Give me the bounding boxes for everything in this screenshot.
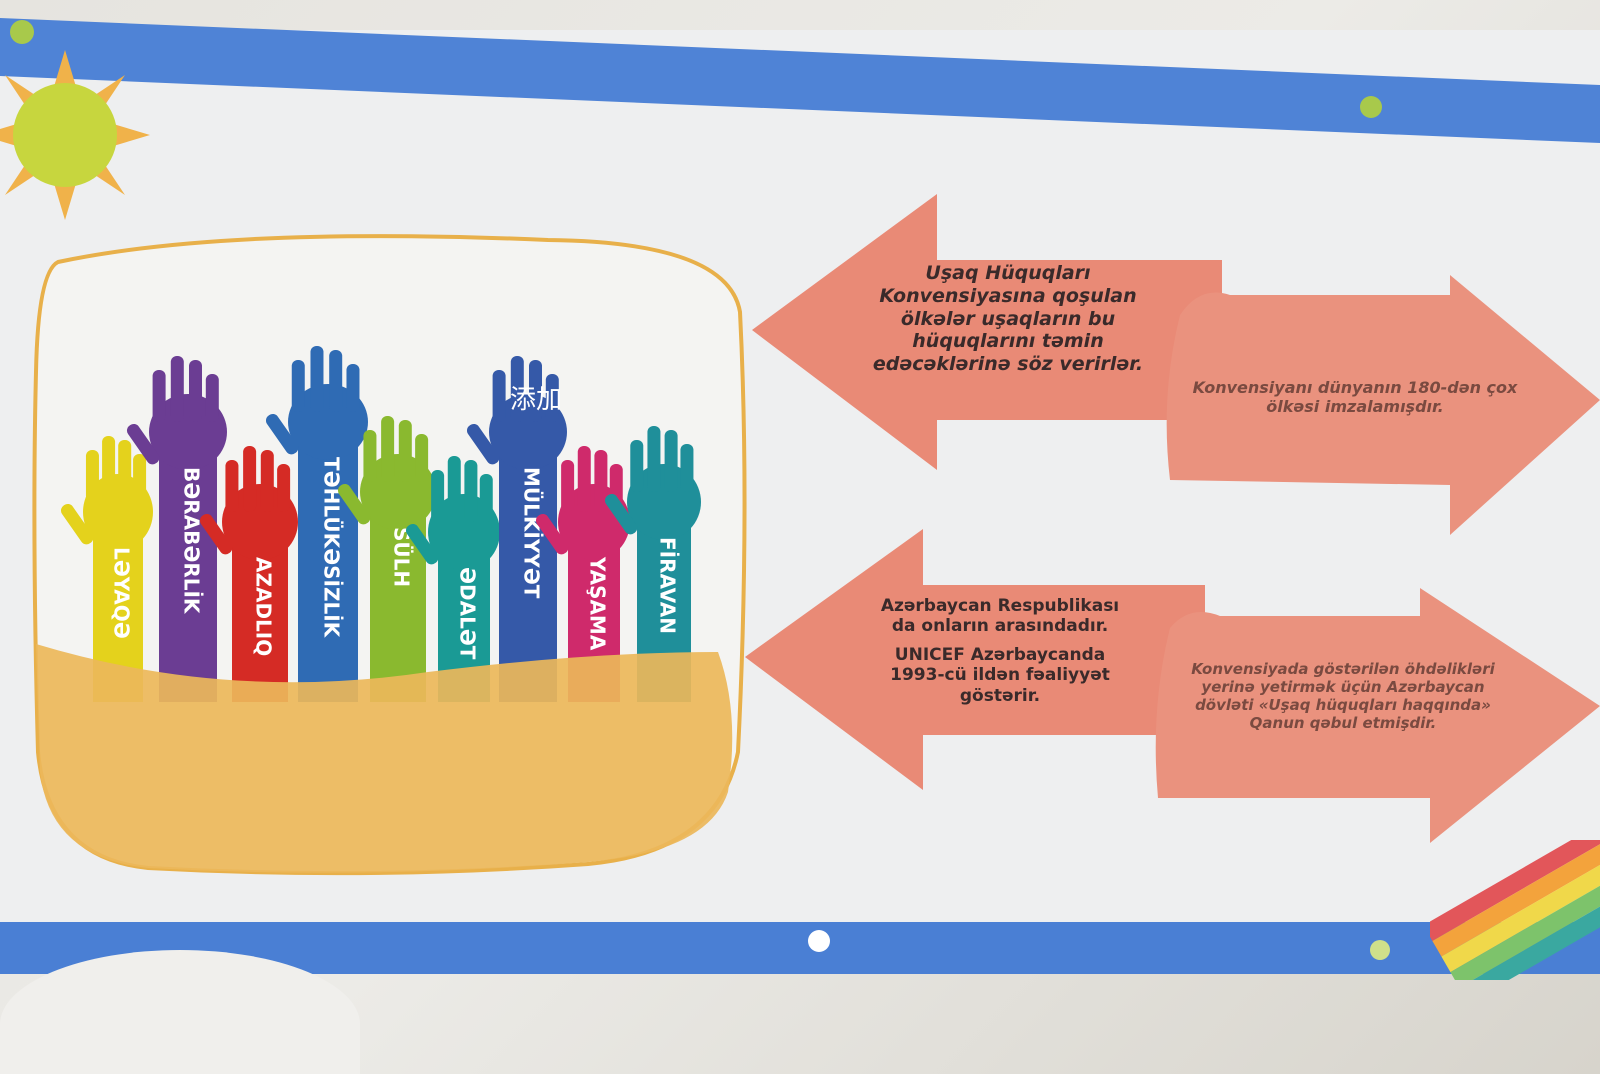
hand-label: MÜLKİYYƏT (520, 467, 544, 599)
arrow-text-1: Uşaq Hüquqları Konvensiyasına qoşulan öl… (872, 262, 1144, 376)
arrow-text-3-line: 1993-cü ildən fəaliyyət (890, 665, 1110, 686)
decor-dot (808, 930, 830, 952)
hand: AZADLIQ (199, 446, 298, 702)
arrow-text-3-line: göstərir. (959, 685, 1041, 706)
monitor-base (36, 644, 733, 873)
hand-label: ƏDALƏT (456, 567, 480, 660)
hand-label: AZADLIQ (252, 557, 276, 656)
arrow-right-bottom (1155, 588, 1600, 843)
hand-label: BƏRABƏRLİK (180, 467, 204, 615)
arrow-left-top (752, 194, 1222, 470)
arrow-text-3-line: Azərbaycan Respublikası (880, 596, 1120, 616)
decor-dot (1370, 940, 1390, 960)
rainbow-decor (1430, 840, 1600, 980)
arrow-text-3: Azərbaycan Respublikası da onların arası… (840, 596, 1160, 706)
hand-label: YAŞAMA (586, 556, 610, 651)
hand: TƏHLÜKƏSİZLİK (265, 346, 368, 702)
arrow-text-3-line: UNICEF Azərbaycanda (894, 644, 1106, 665)
cloud-shape (0, 950, 360, 1074)
hand: BƏRABƏRLİK (126, 356, 227, 702)
hand-label: LƏYAQƏ (110, 547, 134, 639)
arrow-text-3-line: da onların arasındadır. (891, 616, 1109, 637)
decor-dot (10, 20, 34, 44)
sun-icon (0, 50, 150, 220)
hand: MÜLKİYYƏT (466, 356, 567, 702)
arrow-text-4: Konvensiyada göstərilən öhdəlikləri yeri… (1191, 660, 1495, 732)
arrow-left-bottom (745, 529, 1205, 790)
arrow-text-2: Konvensiyanı dünyanın 180-dən çox ölkəsi… (1192, 378, 1518, 417)
overlay-text: 添加 (510, 385, 562, 415)
arrow-right-top (1166, 275, 1600, 535)
hand-label: FİRAVAN (656, 537, 680, 634)
decor-dot (1360, 96, 1382, 118)
hand-label: TƏHLÜKƏSİZLİK (320, 457, 344, 639)
